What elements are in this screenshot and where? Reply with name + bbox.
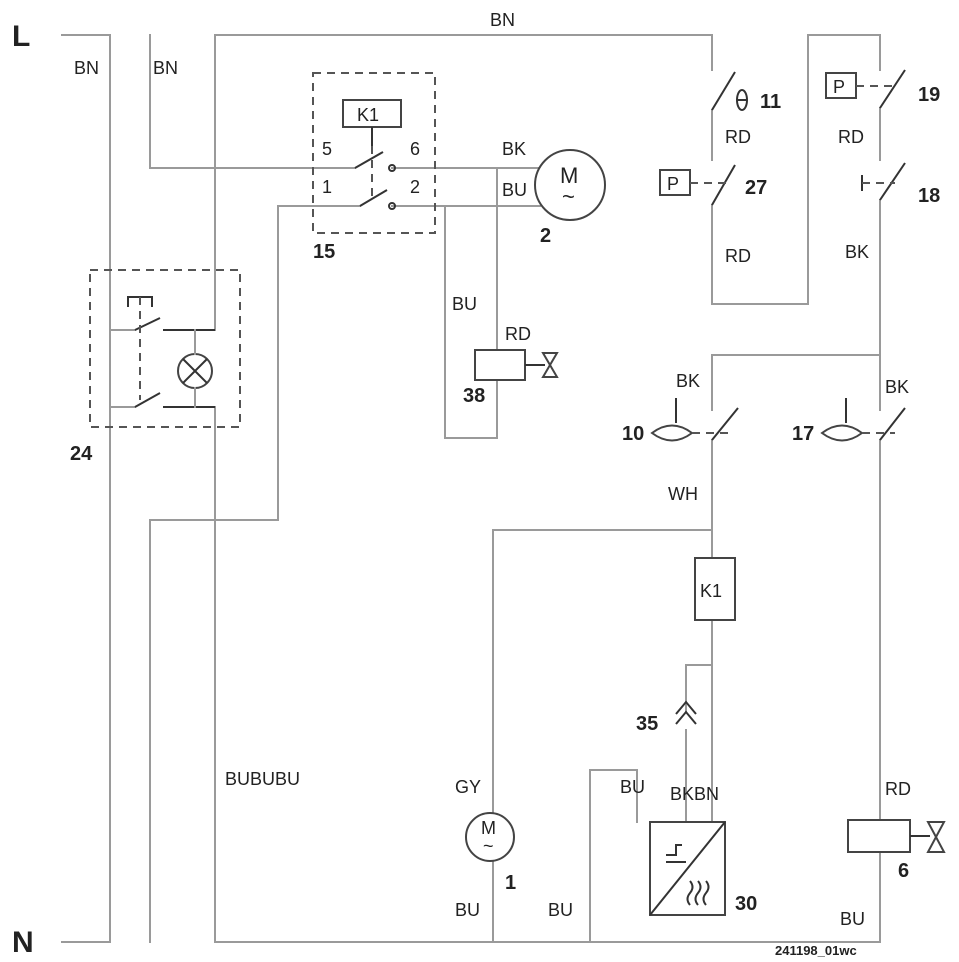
component-number: 17 bbox=[792, 423, 814, 445]
wire-color-label: BK bbox=[845, 242, 869, 262]
pressure-icon: P bbox=[667, 174, 679, 194]
pressure-switch-27 bbox=[659, 164, 736, 206]
relay-coil-k1 bbox=[694, 557, 736, 621]
component-number: 10 bbox=[622, 423, 644, 445]
wire-color-label: BU bbox=[455, 900, 480, 920]
rail-l-label: L bbox=[12, 20, 30, 53]
valve-6 bbox=[847, 819, 946, 853]
relay-terminal-6: 6 bbox=[410, 139, 420, 159]
component-number: 6 bbox=[898, 860, 909, 882]
pressure-switch-19 bbox=[825, 69, 906, 109]
motor-icon: M bbox=[560, 163, 578, 188]
pressure-icon: P bbox=[833, 77, 845, 97]
wire-color-label: BU bbox=[548, 900, 573, 920]
component-number: 38 bbox=[463, 385, 485, 407]
drawing-reference: 241198_01wc bbox=[775, 943, 857, 958]
wire-color-label: BN bbox=[490, 10, 515, 30]
component-number: 15 bbox=[313, 241, 335, 263]
component-number: 30 bbox=[735, 893, 757, 915]
wire-color-label: BUBUBU bbox=[225, 769, 300, 789]
wire-color-label: BK bbox=[502, 139, 526, 159]
float-switch-17 bbox=[820, 398, 906, 442]
wire-color-label: BN bbox=[74, 58, 99, 78]
relay-terminal-2: 2 bbox=[410, 177, 420, 197]
component-number: 24 bbox=[70, 443, 93, 465]
rail-n-label: N bbox=[12, 926, 34, 959]
motor-tilde: ~ bbox=[483, 836, 494, 856]
wire-color-label: GY bbox=[455, 777, 481, 797]
component-number: 11 bbox=[760, 91, 781, 113]
relay-terminal-1: 1 bbox=[322, 177, 332, 197]
wire-color-label: RD bbox=[885, 779, 911, 799]
wire-color-label: BU bbox=[840, 909, 865, 929]
motor-icon: M bbox=[481, 818, 496, 838]
relay-k1-label: K1 bbox=[357, 105, 379, 125]
component-number: 2 bbox=[540, 225, 551, 247]
component-number: 35 bbox=[636, 713, 658, 735]
valve-38 bbox=[474, 349, 559, 381]
component-number: 19 bbox=[918, 84, 940, 106]
component-number: 1 bbox=[505, 872, 516, 894]
heater-30 bbox=[649, 821, 726, 916]
relay-terminal-5: 5 bbox=[322, 139, 332, 159]
wire-color-label: BN bbox=[153, 58, 178, 78]
thermostat-11 bbox=[711, 71, 748, 111]
wire-color-label: BU bbox=[452, 294, 477, 314]
motor-2 bbox=[534, 149, 606, 221]
wire-color-label: RD bbox=[838, 127, 864, 147]
wire-color-label: BK bbox=[676, 371, 700, 391]
wire-color-label: BK bbox=[885, 377, 909, 397]
motor-tilde: ~ bbox=[562, 184, 575, 209]
relay-15 bbox=[312, 72, 436, 234]
wires bbox=[109, 34, 881, 943]
connector-35 bbox=[675, 700, 697, 725]
motor-1 bbox=[465, 812, 515, 862]
door-switch-lamp-24 bbox=[89, 269, 241, 428]
relay-k1-box bbox=[342, 99, 402, 128]
switch-18 bbox=[861, 162, 906, 201]
wire-color-label: RD bbox=[725, 127, 751, 147]
wire-color-label: RD bbox=[725, 246, 751, 266]
component-number: 18 bbox=[918, 185, 940, 207]
float-switch-10 bbox=[650, 398, 739, 442]
component-number: 27 bbox=[745, 177, 767, 199]
wire-color-label: WH bbox=[668, 484, 698, 504]
wire-color-label: BU bbox=[502, 180, 527, 200]
wire-color-label: BKBN bbox=[670, 784, 719, 804]
wire-color-label: RD bbox=[505, 324, 531, 344]
heating-icon bbox=[686, 880, 694, 906]
relay-coil-label: K1 bbox=[700, 581, 722, 601]
wire-color-label: BU bbox=[620, 777, 645, 797]
